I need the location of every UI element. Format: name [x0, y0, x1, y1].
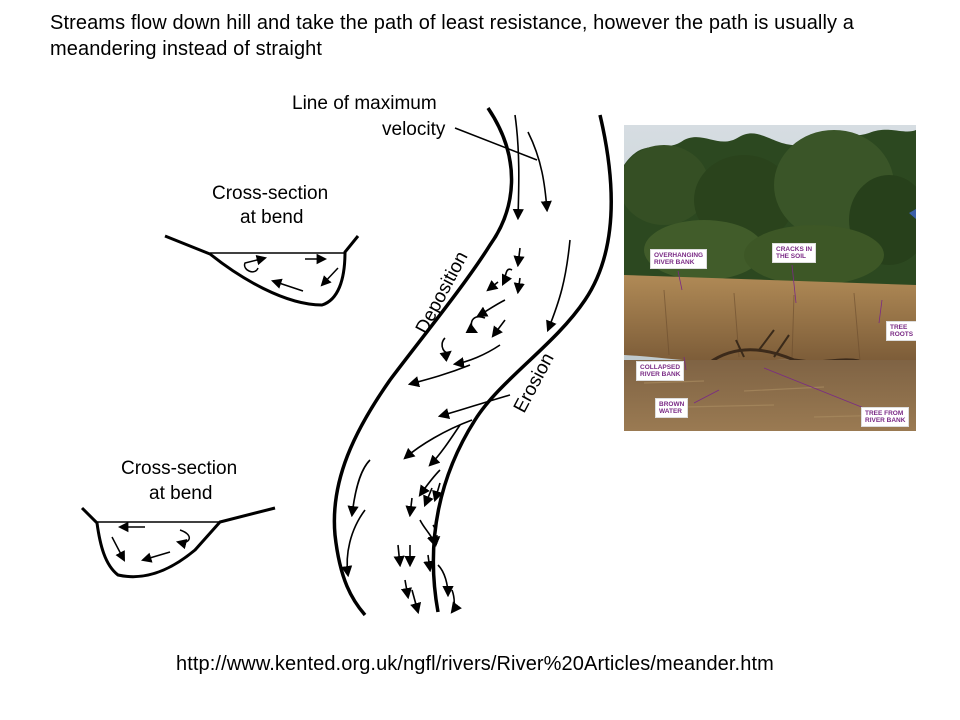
- left-bank: [332, 107, 514, 617]
- cross-section-bottom-label-line1: Cross-section: [121, 458, 237, 479]
- cross-section-bottom-label-line2: at bend: [149, 483, 212, 504]
- cross-section-top-label-line2: at bend: [240, 207, 303, 228]
- max-velocity-leader-line: [454, 127, 538, 161]
- erosion-label: Erosion: [510, 350, 559, 417]
- cross-section-bottom: [80, 506, 276, 579]
- river-banks: [332, 107, 613, 617]
- cross-section-top-label-line1: Cross-section: [212, 183, 328, 204]
- source-url[interactable]: http://www.kented.org.uk/ngfl/rivers/Riv…: [176, 653, 774, 675]
- right-bank: [431, 114, 613, 613]
- max-velocity-label-line2: velocity: [382, 119, 446, 140]
- river-bank-photo-image: [624, 125, 916, 431]
- cross-section-top: [164, 234, 360, 307]
- caption-text: Streams flow down hill and take the path…: [50, 12, 854, 60]
- max-velocity-label-line1: Line of maximum: [292, 93, 437, 114]
- deposition-label: Deposition: [412, 248, 473, 337]
- flow-arrows: [341, 114, 571, 615]
